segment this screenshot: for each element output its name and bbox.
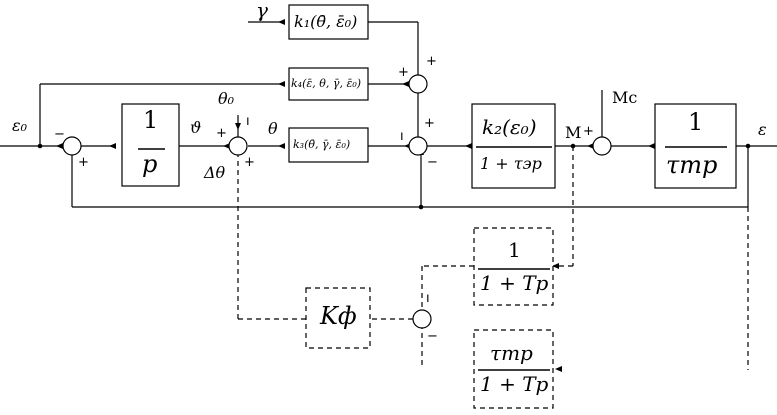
eps-output-label: ε bbox=[758, 120, 767, 139]
k3-block-label: k₃(θ̄, γ̄, ε̄₀) bbox=[293, 138, 351, 151]
mc-label: Mс bbox=[612, 88, 638, 107]
kphi-block-label: Kф bbox=[320, 302, 357, 330]
k4-block-label: k₄(ε̄, θ, γ̄, ε̄₀) bbox=[291, 77, 362, 90]
delta-theta-label: Δθ bbox=[204, 163, 226, 182]
sum5-left-sign: + bbox=[583, 124, 594, 139]
eps0-label: ε₀ bbox=[12, 116, 27, 135]
sum1-bottom-sign: + bbox=[78, 155, 89, 170]
k2-num: k₂(ε₀) bbox=[482, 115, 537, 139]
sum4-bottom-sign: − bbox=[427, 155, 438, 170]
plant-num: 1 bbox=[688, 108, 704, 136]
sum2-bottom-sign: + bbox=[244, 155, 255, 170]
filter-num: 1 bbox=[508, 238, 521, 262]
deriv-den: 1 + Tp bbox=[480, 372, 549, 396]
sum6-top-sign: ı bbox=[426, 291, 430, 306]
integrator-num: 1 bbox=[143, 106, 159, 134]
sum4-top-sign: + bbox=[424, 116, 435, 131]
gamma-label: γ bbox=[256, 0, 268, 22]
sum3-top-sign: + bbox=[426, 54, 437, 69]
sum4-left-sign: ı bbox=[400, 129, 404, 144]
plant-den: τmp bbox=[666, 151, 718, 179]
k2-den: 1 + τэp bbox=[480, 154, 542, 173]
sum1-left-sign: − bbox=[54, 127, 65, 142]
m-label: M bbox=[565, 123, 582, 142]
deriv-num: τmp bbox=[490, 341, 533, 365]
theta-label: θ bbox=[268, 119, 278, 138]
filter-den: 1 + Tp bbox=[480, 271, 549, 295]
vartheta-label: ϑ bbox=[190, 118, 202, 137]
sum2-left-sign: + bbox=[216, 126, 227, 141]
sum3-left-sign: + bbox=[398, 65, 409, 80]
sum6-bottom-sign: − bbox=[427, 329, 438, 344]
integrator-den: p bbox=[142, 150, 158, 178]
sum2-top-sign: ı bbox=[246, 114, 250, 129]
k1-block-label: k₁(θ̄, ε̄₀) bbox=[294, 12, 358, 31]
theta0-label: θ₀ bbox=[218, 89, 235, 108]
